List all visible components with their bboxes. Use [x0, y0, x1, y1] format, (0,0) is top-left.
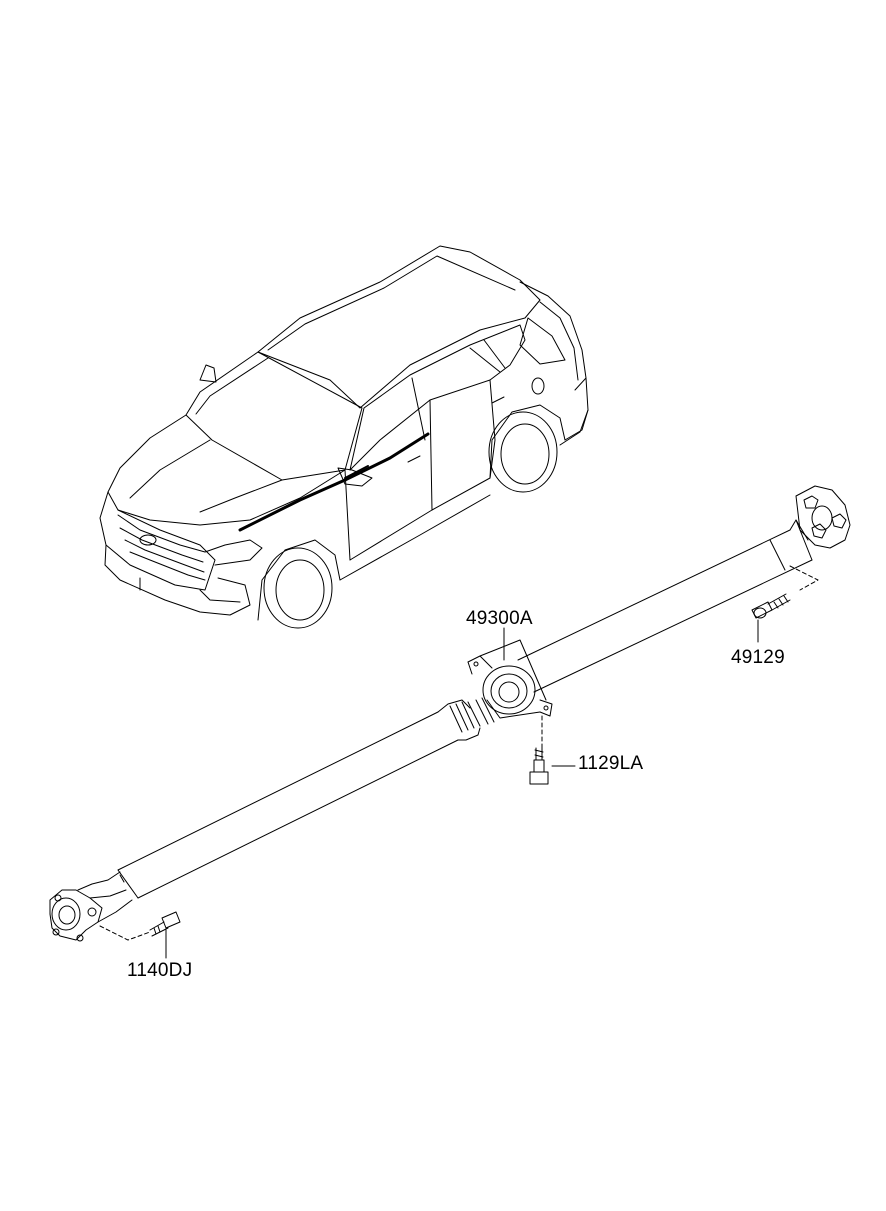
- rear-universal-joint: [50, 872, 132, 941]
- propeller-shaft: [118, 520, 812, 898]
- bolt-49129: [752, 594, 790, 618]
- part-label-49300A: 49300A: [466, 608, 533, 629]
- bolt-1140DJ: [150, 912, 180, 936]
- bolt-1129LA: [530, 748, 548, 784]
- part-label-1129LA: 1129LA: [578, 753, 644, 774]
- part-label-49129: 49129: [731, 647, 785, 668]
- center-bearing-assembly: [468, 640, 552, 718]
- leader-lines: [100, 566, 818, 958]
- part-label-1140DJ: 1140DJ: [127, 960, 193, 981]
- front-flex-coupling: [796, 486, 850, 548]
- vehicle-illustration: [100, 246, 588, 628]
